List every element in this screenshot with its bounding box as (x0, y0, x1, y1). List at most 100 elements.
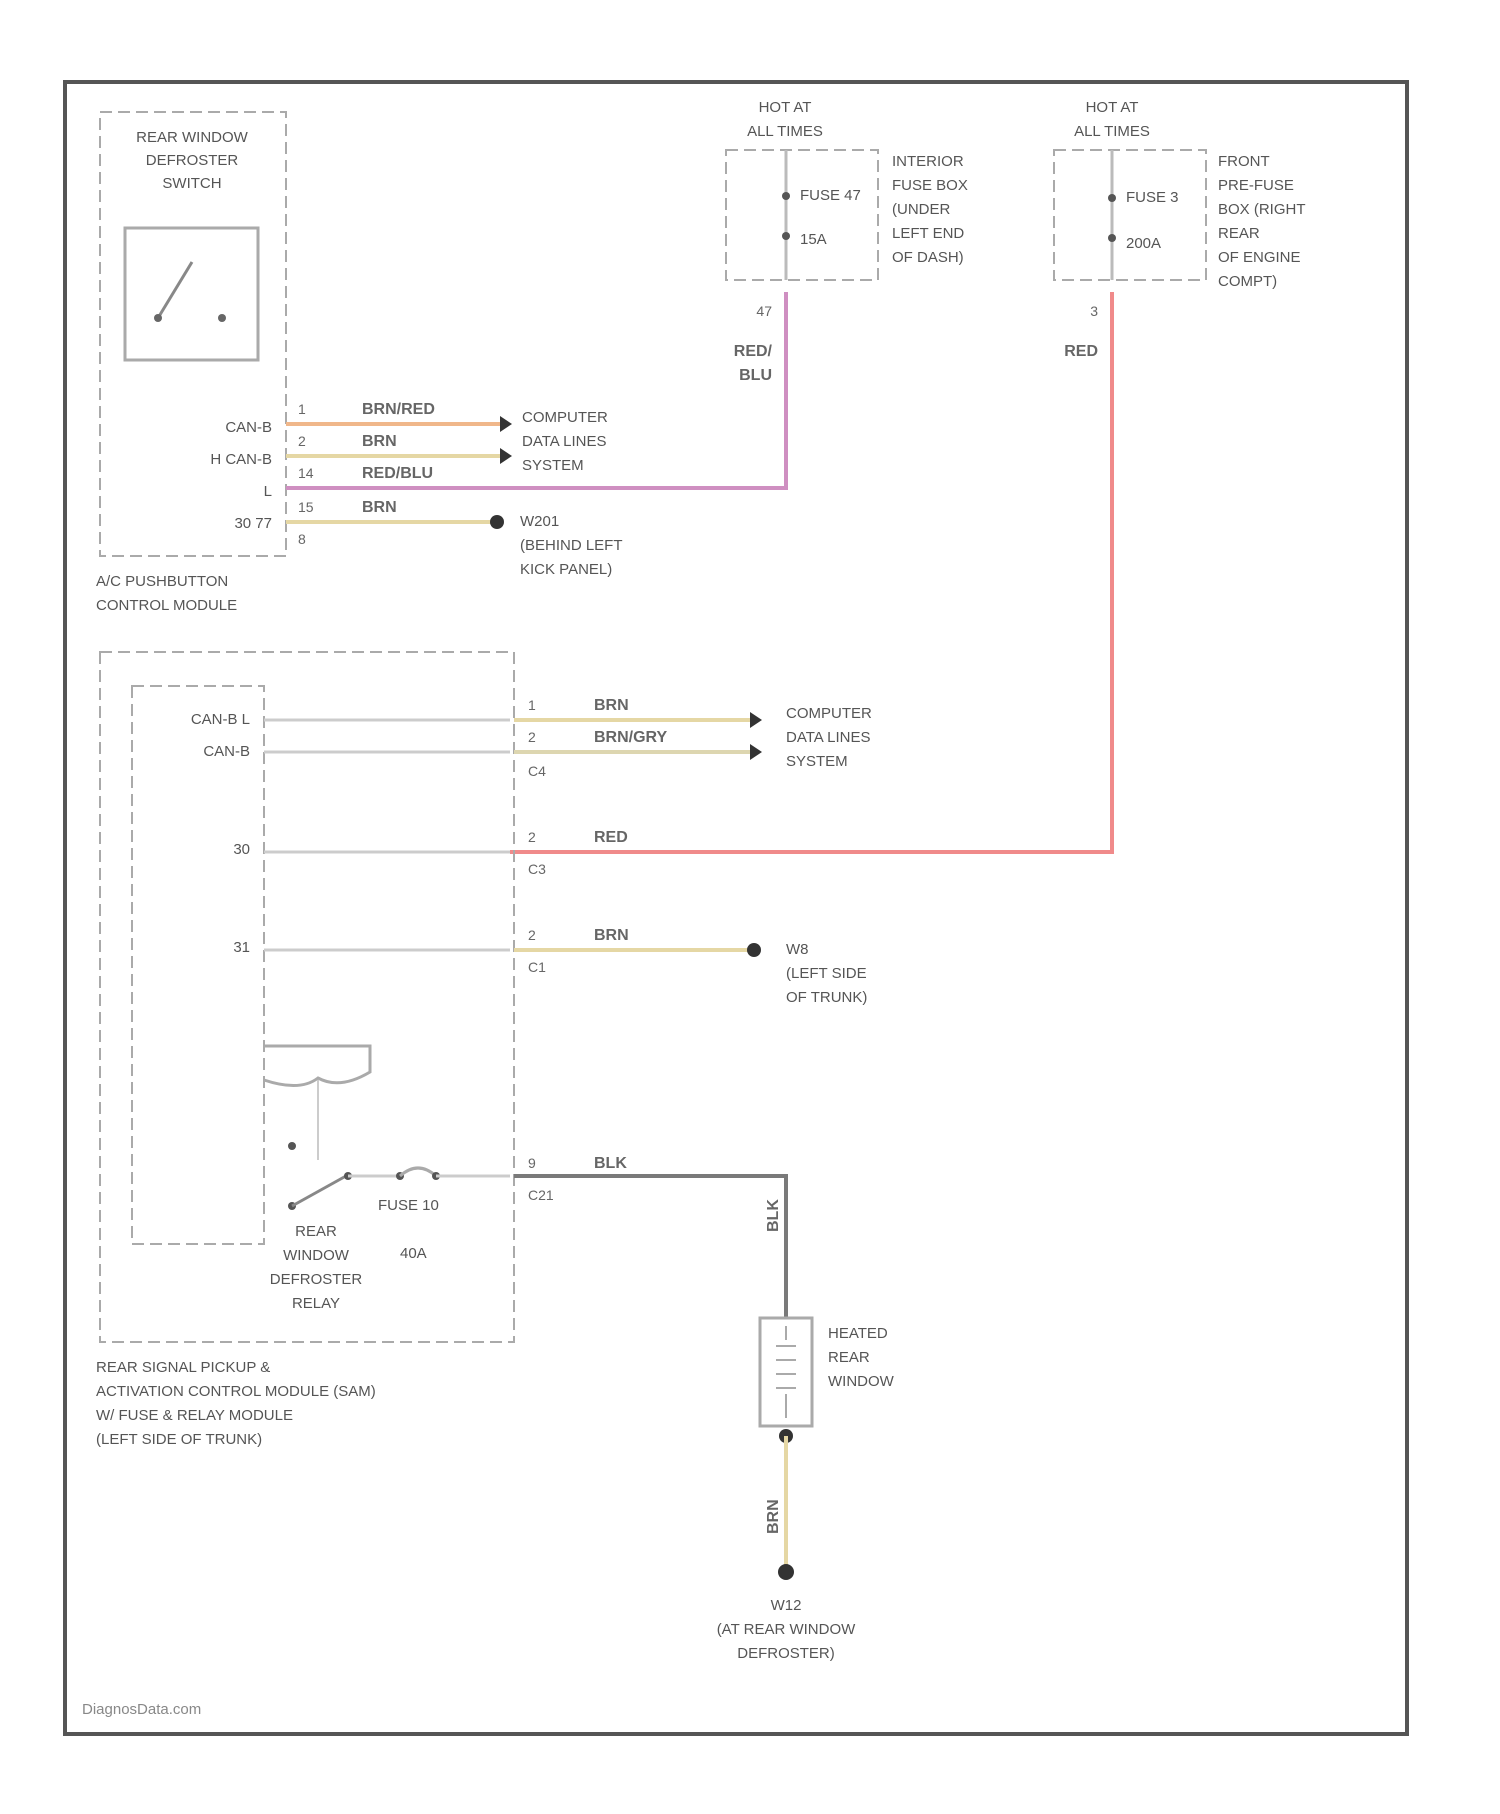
sam-label-can-b: CAN-B (203, 743, 250, 760)
switch-title-2: DEFROSTER (146, 152, 239, 169)
fuse-front-amps: 200A (1126, 235, 1161, 252)
ground-w12-dot (778, 1564, 794, 1580)
relay-coil (264, 1046, 370, 1086)
wire-label-red-blu: RED/BLU (362, 465, 433, 482)
sam-label-31: 31 (233, 939, 250, 956)
fuse-int-top-dot (782, 192, 790, 200)
ground-w12-a: W12 (771, 1597, 802, 1614)
wire-blk (514, 1176, 786, 1318)
ground-w12-c: DEFROSTER) (737, 1645, 835, 1662)
relay-label-1: REAR (295, 1223, 337, 1240)
fuse-int-amps: 15A (800, 231, 827, 248)
data-lines-1-b: DATA LINES (522, 433, 606, 450)
fuse-front-hot-1: HOT AT (1086, 99, 1139, 116)
data-lines-1-a: COMPUTER (522, 409, 608, 426)
pin-15: 15 (298, 499, 314, 515)
wire-label-brn-gry: BRN/GRY (594, 729, 668, 746)
fuse-front-loc-6: COMPT) (1218, 273, 1277, 290)
switch-contact (218, 314, 226, 322)
heated-window-label-3: WINDOW (828, 1373, 895, 1390)
ground-w8-dot (747, 943, 761, 957)
ground-w12-b: (AT REAR WINDOW (717, 1621, 856, 1638)
fuse-front-bottom-dot (1108, 234, 1116, 242)
fuse-int-name: FUSE 47 (800, 187, 861, 204)
wire-label-brn-red: BRN/RED (362, 401, 435, 418)
relay-label-4: RELAY (292, 1295, 340, 1312)
wire-label-brn-3: BRN (594, 697, 629, 714)
fuse10-element (400, 1168, 436, 1176)
switch-symbol-box (125, 228, 258, 360)
switch-title-3: SWITCH (162, 175, 221, 192)
relay-label-2: WINDOW (283, 1247, 350, 1264)
c21-label: C21 (528, 1187, 554, 1203)
ac-module-caption-2: CONTROL MODULE (96, 597, 237, 614)
fuse-int-loc-4: LEFT END (892, 225, 964, 242)
fuse10-name: FUSE 10 (378, 1197, 439, 1214)
fuse-front-name: FUSE 3 (1126, 189, 1179, 206)
c3-pin-2: 2 (528, 829, 536, 845)
sam-caption-3: W/ FUSE & RELAY MODULE (96, 1407, 293, 1424)
wire-label-brn-2: BRN (362, 499, 397, 516)
pin-1: 1 (298, 401, 306, 417)
relay-arm (292, 1176, 346, 1206)
pin-8: 8 (298, 531, 306, 547)
c4-label: C4 (528, 763, 546, 779)
fuse-front-pin: 3 (1090, 303, 1098, 319)
wire-label-blk-h: BLK (594, 1155, 627, 1172)
pin-label-l: L (264, 483, 272, 500)
sam-inner-box (132, 686, 264, 1244)
ground-w201-a: W201 (520, 513, 559, 530)
fuse-front-loc-2: PRE-FUSE (1218, 177, 1294, 194)
fuse-front-top-dot (1108, 194, 1116, 202)
pin-2: 2 (298, 433, 306, 449)
data-lines-2-b: DATA LINES (786, 729, 870, 746)
fuse-int-box (726, 150, 878, 280)
wire-label-red-blu-v1: RED/ (734, 343, 773, 360)
sam-caption-1: REAR SIGNAL PICKUP & (96, 1359, 270, 1376)
pin-label-ground: 30 77 (234, 515, 272, 532)
fuse-int-hot-2: ALL TIMES (747, 123, 823, 140)
c4-pin-1: 1 (528, 697, 536, 713)
sam-label-can-bl: CAN-B L (191, 711, 250, 728)
c21-pin-9: 9 (528, 1155, 536, 1171)
pin-label-can-b: CAN-B (225, 419, 272, 436)
arrow-data-4 (750, 744, 762, 760)
ground-w201-b: (BEHIND LEFT (520, 537, 623, 554)
c3-label: C3 (528, 861, 546, 877)
c4-pin-2: 2 (528, 729, 536, 745)
diagram-frame (65, 82, 1407, 1734)
arrow-data-1 (500, 416, 512, 432)
c1-label: C1 (528, 959, 546, 975)
sam-caption-4: (LEFT SIDE OF TRUNK) (96, 1431, 262, 1448)
pin-14: 14 (298, 465, 314, 481)
wire-label-brn-1: BRN (362, 433, 397, 450)
fuse10-amps: 40A (400, 1245, 427, 1262)
sam-caption-2: ACTIVATION CONTROL MODULE (SAM) (96, 1383, 376, 1400)
fuse-int-loc-2: FUSE BOX (892, 177, 968, 194)
pin-label-hcan-b: H CAN-B (210, 451, 272, 468)
fuse-int-loc-3: (UNDER (892, 201, 950, 218)
switch-title-1: REAR WINDOW (136, 129, 249, 146)
sam-label-30: 30 (233, 841, 250, 858)
c1-pin-2: 2 (528, 927, 536, 943)
fuse-int-pin: 47 (756, 303, 772, 319)
wire-label-red-blu-v2: BLU (739, 367, 772, 384)
fuse-int-loc-1: INTERIOR (892, 153, 964, 170)
ground-w8-c: OF TRUNK) (786, 989, 867, 1006)
switch-pivot (154, 314, 162, 322)
ground-w8-b: (LEFT SIDE (786, 965, 867, 982)
fuse-front-loc-3: BOX (RIGHT (1218, 201, 1306, 218)
fuse-front-box (1054, 150, 1206, 280)
heated-window-grid (776, 1326, 796, 1418)
arrow-data-2 (500, 448, 512, 464)
wire-label-red-h: RED (594, 829, 628, 846)
relay-label-3: DEFROSTER (270, 1271, 363, 1288)
fuse-int-hot-1: HOT AT (759, 99, 812, 116)
wire-label-red-vert: RED (1064, 343, 1098, 360)
wire-label-blk-vert: BLK (765, 1199, 782, 1232)
data-lines-1-c: SYSTEM (522, 457, 584, 474)
switch-contact-arm (158, 262, 192, 318)
fuse-front-loc-1: FRONT (1218, 153, 1270, 170)
fuse-int-bottom-dot (782, 232, 790, 240)
